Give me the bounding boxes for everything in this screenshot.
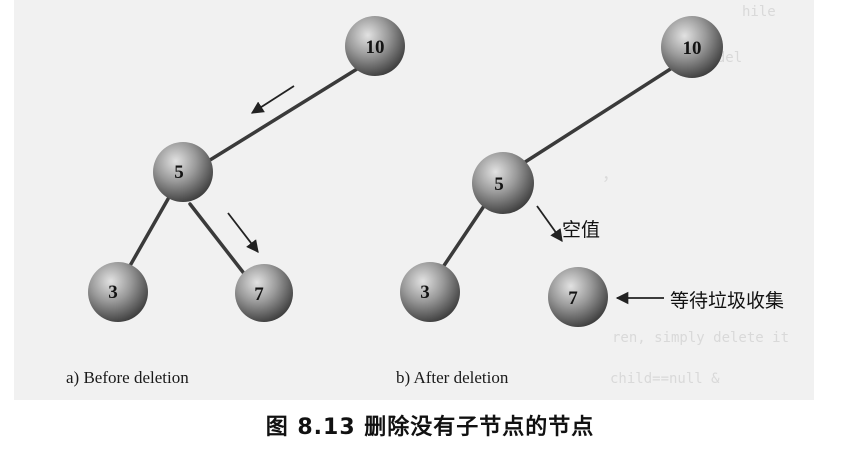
null-label: 空值: [562, 219, 601, 241]
node-left-root: 10: [345, 16, 405, 76]
node-right-mid: 5: [472, 152, 534, 214]
ghost-text: hile: [742, 4, 776, 20]
node-label: 7: [568, 288, 578, 309]
node-label: 5: [494, 174, 504, 195]
garbage-collection-label: 等待垃圾收集: [670, 290, 785, 312]
node-label: 3: [420, 282, 430, 303]
edge-root-to-mid-right: [520, 66, 674, 166]
ghost-text: ，: [602, 165, 764, 185]
node-label: 3: [108, 282, 118, 303]
ghost-text: ren, simply delete it: [612, 330, 790, 346]
traverse-arrow-left-1: [250, 85, 295, 114]
edge-root-to-mid-left: [208, 67, 359, 162]
node-right-orphan: 7: [548, 267, 608, 327]
caption-before: a) Before deletion: [66, 368, 189, 387]
node-left-mid: 5: [153, 142, 213, 202]
node-right-left: 3: [400, 262, 460, 322]
node-label: 5: [174, 162, 184, 183]
node-right-root: 10: [661, 16, 723, 78]
node-label: 10: [683, 38, 702, 59]
node-label: 10: [366, 37, 385, 58]
figure-caption: 图 8.13 删除没有子节点的节点: [265, 415, 595, 440]
node-left-right: 7: [235, 264, 293, 322]
traverse-arrow-left-2: [227, 212, 259, 253]
ghost-text: child==null &: [610, 371, 720, 387]
edge-mid-to-right-left: [188, 202, 248, 278]
edge-mid-to-left-right: [435, 204, 486, 278]
null-pointer-arrow: [536, 205, 563, 243]
caption-after: b) After deletion: [396, 368, 509, 387]
node-label: 7: [254, 284, 264, 305]
node-left-left: 3: [88, 262, 148, 322]
